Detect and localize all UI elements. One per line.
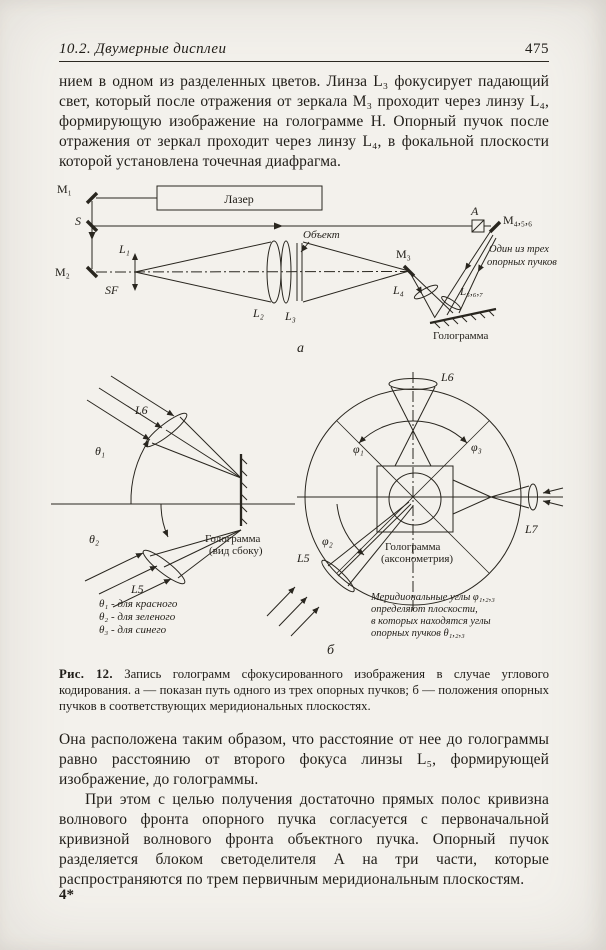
object-leader-arrow	[300, 241, 310, 253]
figure-number: Рис. 12.	[59, 667, 113, 681]
hologram-side-label-line2: (вид сбоку)	[209, 545, 263, 557]
phi3-label: φ₃	[471, 440, 482, 454]
page-number: 475	[525, 41, 549, 57]
lens-l6-axo	[388, 378, 438, 390]
phi1-arc	[358, 420, 414, 444]
axonometric-view: L6 L5 L7 φ₁ φ₃ φ₂ Голограмма (аксонометр…	[266, 370, 564, 639]
mirror-m1-label: М₁	[57, 182, 72, 196]
laser-label: Лазер	[224, 192, 254, 206]
mirrors-m456-label: М₄,₅,₆	[503, 213, 532, 227]
page-header: 10.2. Двумерные дисплеи 475	[59, 40, 549, 58]
right-arrow	[274, 222, 283, 230]
figure-caption-text: Запись голограмм сфокусированного изобра…	[59, 667, 549, 713]
note-line3: в которых находятся углы	[371, 616, 491, 627]
mirror-m3-tick	[402, 264, 416, 278]
splitter-s-tick	[85, 219, 99, 233]
mirror-m456-tick	[488, 220, 502, 234]
mirror-m3-label: М₃	[396, 247, 411, 261]
lens-l4-label: L₄	[392, 283, 404, 297]
hologram-side-hatching	[240, 457, 248, 525]
lens-l7-label: L7	[524, 522, 539, 536]
down-arrow	[88, 232, 96, 240]
figure-b-angle-diagram: L6 L5 θ₁ θ₂ Голограмма (вид сбоку) θ₁ - …	[51, 370, 564, 658]
legend-theta1: θ₁ - для красного	[99, 598, 178, 610]
hologram-axo-label-line2: (аксонометрия)	[381, 553, 453, 565]
lens-l7	[528, 483, 538, 511]
lenses-l567-label: L₅,₆,₇	[459, 286, 483, 298]
lens-l4	[413, 284, 439, 300]
lens-l5-side-label: L5	[130, 582, 144, 596]
splitter-s-label: S	[75, 214, 81, 228]
lens-l6-axo-label: L6	[440, 370, 454, 384]
hologram-axo-frame	[376, 465, 454, 533]
running-header: 10.2. Двумерные дисплеи	[59, 41, 227, 57]
theta2-arc	[160, 503, 169, 538]
hologram-hatching	[433, 309, 495, 329]
figure-b-sublabel: б	[327, 643, 335, 658]
mirror-m2-label: М₂	[55, 265, 70, 279]
figure-a-optical-schematic: Лазер	[55, 182, 557, 356]
lenses-l567	[441, 296, 461, 310]
lens-l1-label: L₁	[118, 242, 130, 256]
lens-l5-side	[142, 549, 186, 585]
ref-beam-note-line1: Один из трех	[489, 244, 549, 255]
header-rule	[59, 61, 549, 62]
legend-theta2: θ₂ - для зеленого	[99, 611, 176, 623]
note-line2: определяют плоскости,	[371, 604, 478, 615]
signature-mark: 4*	[59, 887, 74, 903]
paragraph-bottom: При этом с целью получения достаточно пр…	[59, 791, 549, 888]
phi2-label: φ₂	[322, 534, 333, 548]
mirrors	[85, 191, 502, 279]
optical-axis	[95, 271, 408, 273]
theta1-arc	[130, 439, 150, 505]
hologram-axo-aperture	[388, 472, 442, 526]
lens-l5-axo-label: L5	[296, 551, 310, 565]
figure-a-sublabel: а	[297, 341, 304, 356]
object-label: Объект	[303, 229, 340, 241]
side-view: L6 L5 θ₁ θ₂ Голограмма (вид сбоку) θ₁ - …	[51, 375, 295, 636]
beam-lines	[88, 197, 497, 319]
paragraph-middle: Она расположена таким образом, что расст…	[59, 731, 549, 788]
hologram-plate	[429, 307, 497, 329]
lens-l1-assembly	[132, 253, 138, 291]
hologram-axo-label-line1: Голограмма	[385, 541, 440, 553]
theta2-label: θ₂	[89, 532, 99, 546]
mirror-m2-tick	[85, 265, 99, 279]
figure-caption: Рис. 12. Запись голограмм сфокусированно…	[59, 666, 549, 714]
beam-splitter-a	[471, 219, 485, 233]
paragraph-top: нием в одном из разделенных цветов. Линз…	[59, 73, 549, 170]
ref-beam-note-line2: опорных пучков	[487, 257, 557, 268]
lens-l3-label: L₃	[284, 309, 296, 323]
hologram-side-label-line1: Голограмма	[205, 533, 260, 545]
laser-box: Лазер	[156, 185, 323, 211]
spatial-filter-label: SF	[105, 283, 119, 297]
phi2-arc	[336, 503, 365, 556]
legend-theta3: θ₃ - для синего	[99, 624, 167, 636]
phi3-arc	[412, 420, 468, 444]
lens-l2-label: L₂	[252, 306, 264, 320]
phi1-label: φ₁	[353, 442, 364, 456]
mirror-m1-tick	[85, 191, 99, 205]
theta1-label: θ₁	[95, 444, 105, 458]
splitter-a-label: A	[470, 204, 479, 218]
lens-l6-side-label: L6	[134, 403, 148, 417]
lens-group-l2-l3	[266, 240, 310, 304]
note-line4: опорных пучков θ₁,₂,₃	[371, 628, 465, 639]
note-line1: Меридиональные углы φ₁,₂,₃	[370, 592, 495, 603]
hologram-label: Голограмма	[433, 330, 488, 342]
